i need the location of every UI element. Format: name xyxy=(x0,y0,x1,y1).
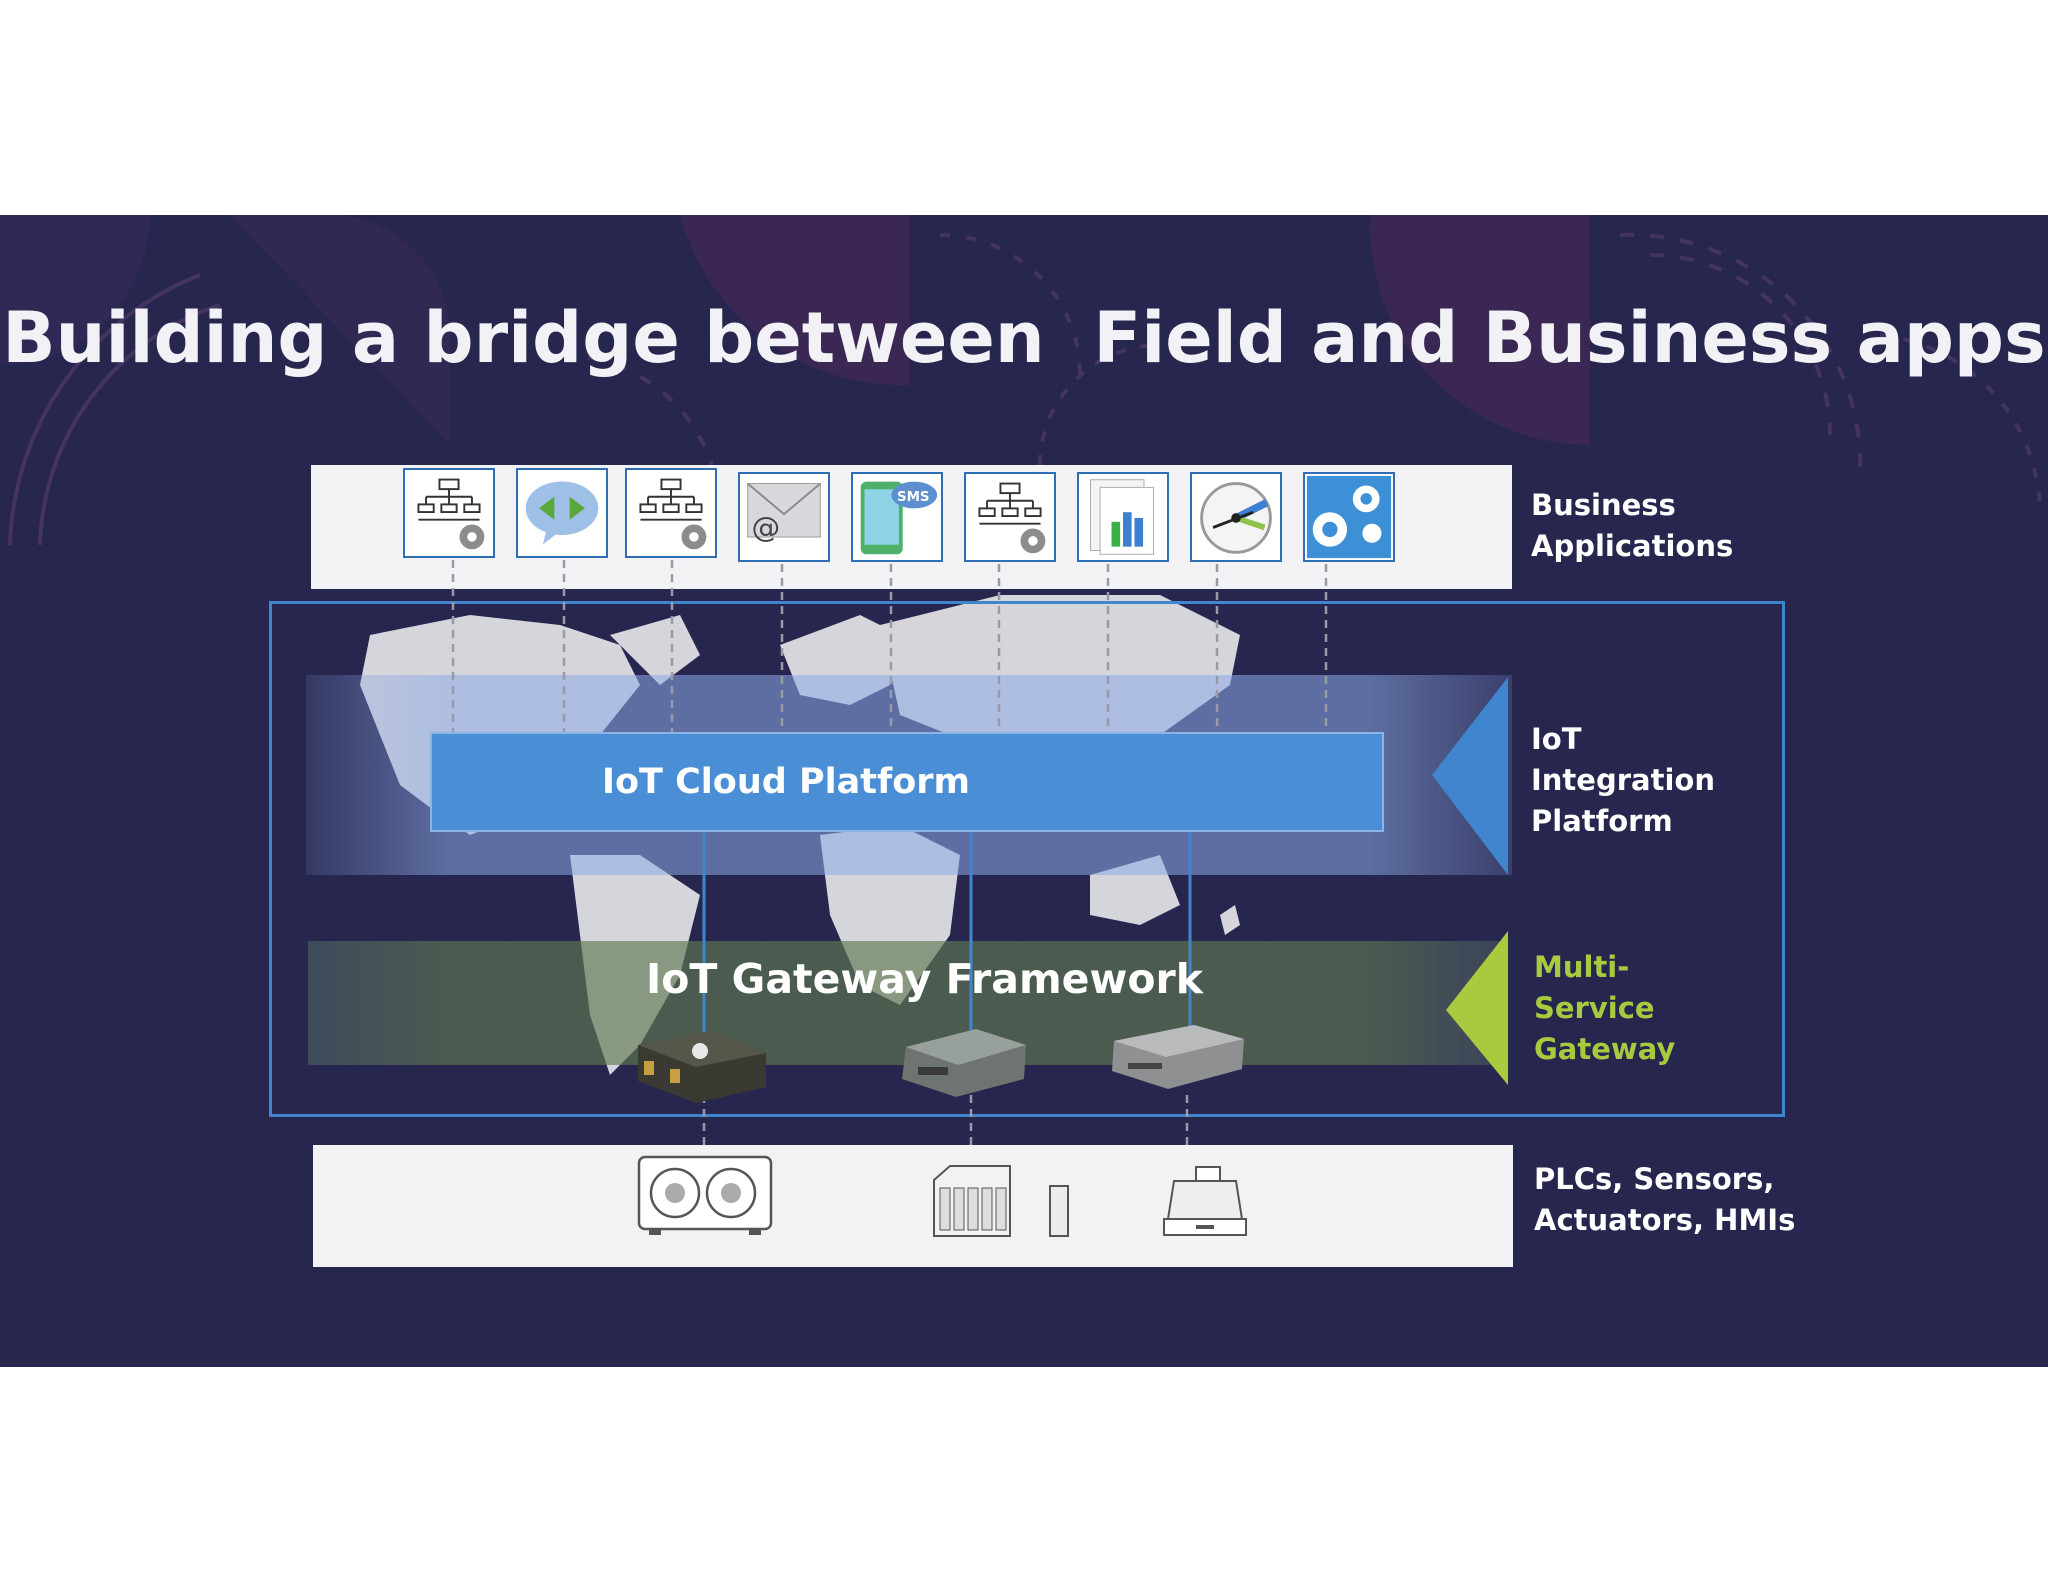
chat-arrows-icon xyxy=(516,468,608,558)
sms-text: SMS xyxy=(897,490,930,505)
label-line: Multi- xyxy=(1534,950,1630,984)
label-line: Actuators, HMIs xyxy=(1534,1203,1796,1237)
label-line: Business xyxy=(1531,488,1676,522)
integration-frame xyxy=(269,601,1785,1117)
bar-report-icon xyxy=(1077,472,1169,562)
multi-service-gateway-label: Multi- Service Gateway xyxy=(1534,947,1675,1070)
gears-icon xyxy=(1303,472,1395,562)
slide-title: Building a bridge between Field and Busi… xyxy=(2,297,2046,379)
gateway-framework-band xyxy=(308,941,1508,1065)
gateway-framework-label: IoT Gateway Framework xyxy=(646,955,1204,1003)
plc-rack-icon xyxy=(933,1165,1069,1237)
label-line: Platform xyxy=(1531,804,1673,838)
org-chart-gear-icon xyxy=(625,468,717,558)
slide: Building a bridge between Field and Busi… xyxy=(0,215,2048,1367)
iot-cloud-platform-box: IoT Cloud Platform xyxy=(430,732,1384,832)
embedded-pc-icon xyxy=(1112,1025,1244,1089)
label-line: Integration xyxy=(1531,763,1715,797)
cash-register-icon xyxy=(1163,1166,1247,1236)
org-chart-gear-icon xyxy=(964,472,1056,562)
email-icon: @ xyxy=(738,472,830,562)
hvac-unit-icon xyxy=(637,1155,773,1235)
connector-lines xyxy=(451,560,1508,1165)
org-chart-gear-icon xyxy=(403,468,495,558)
label-line: Gateway xyxy=(1534,1032,1676,1066)
label-line: Service xyxy=(1534,991,1655,1025)
label-line: IoT xyxy=(1531,722,1582,756)
gateway-box-icon xyxy=(902,1029,1026,1097)
label-line: Applications xyxy=(1531,529,1734,563)
business-applications-label: Business Applications xyxy=(1531,485,1733,567)
cloud-platform-label: IoT Cloud Platform xyxy=(601,762,970,802)
field-devices-band xyxy=(313,1145,1513,1267)
router-device-icon xyxy=(638,1031,766,1103)
sms-phone-icon: SMS xyxy=(851,472,943,562)
iot-integration-platform-label: IoT Integration Platform xyxy=(1531,719,1715,842)
label-line: PLCs, Sensors, xyxy=(1534,1162,1775,1196)
email-at-text: @ xyxy=(752,510,781,544)
field-devices-label: PLCs, Sensors, Actuators, HMIs xyxy=(1534,1159,1795,1241)
gauge-icon xyxy=(1190,472,1282,562)
